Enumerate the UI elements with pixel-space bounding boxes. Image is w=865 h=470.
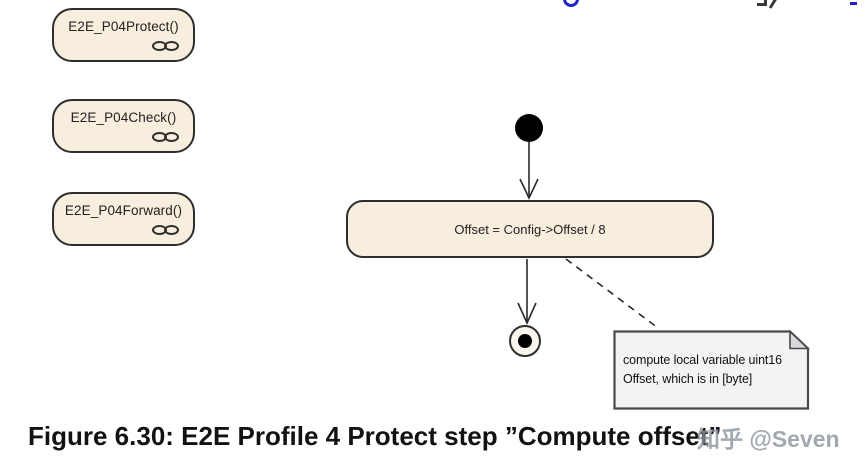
note-text: compute local variable uint16 Offset, wh… xyxy=(623,351,782,389)
note-anchor-dashed-line xyxy=(565,258,659,329)
call-behavior-rings-icon xyxy=(152,225,179,236)
note-line-1: compute local variable uint16 xyxy=(623,353,783,367)
uml-note: compute local variable uint16 Offset, wh… xyxy=(613,329,811,410)
activity-e2e-p04protect: E2E_P04Protect() xyxy=(52,8,195,62)
activity-e2e-p04forward: E2E_P04Forward() xyxy=(52,192,195,246)
note-shape xyxy=(613,329,811,410)
cropped-blue-letter-fragment xyxy=(850,2,857,5)
zhihu-watermark: 知乎 @Seven xyxy=(697,426,840,452)
call-behavior-rings-icon xyxy=(152,41,179,52)
action-compute-offset: Offset = Config->Offset / 8 xyxy=(346,200,714,258)
activity-e2e-p04check: E2E_P04Check() xyxy=(52,99,195,153)
note-fold-corner-icon xyxy=(789,329,811,350)
activity-label: E2E_P04Protect() xyxy=(68,19,179,34)
activity-label: E2E_P04Forward() xyxy=(64,203,183,218)
arrowhead-icon xyxy=(517,302,537,325)
cropped-dark-letter-fragment xyxy=(757,0,767,6)
action-label: Offset = Config->Offset / 8 xyxy=(454,221,606,237)
initial-node xyxy=(515,114,543,142)
cropped-blue-letter-fragment xyxy=(563,0,579,7)
final-node-inner xyxy=(518,334,532,348)
arrowhead-icon xyxy=(519,178,539,200)
activity-label: E2E_P04Check() xyxy=(70,110,177,125)
call-behavior-rings-icon xyxy=(152,132,179,143)
figure-caption: Figure 6.30: E2E Profile 4 Protect step … xyxy=(28,421,722,451)
note-line-2: Offset, which is in [byte] xyxy=(623,371,753,386)
